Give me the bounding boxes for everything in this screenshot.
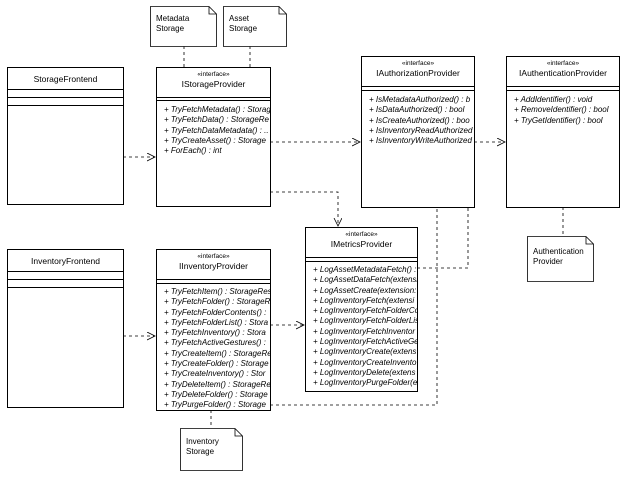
operation: + TryPurgeFolder() : Storage [164, 400, 266, 410]
operation: + TryDeleteFolder() : Storage [164, 389, 268, 399]
operation: + TryFetchInventory() : Stora [164, 328, 266, 338]
operations-compartment [8, 280, 123, 288]
note-text-line-2: Storage [186, 447, 215, 456]
stereotype-label: «interface» [345, 231, 378, 238]
note-text-line-1: Inventory [186, 437, 219, 446]
imetricsprovider-interface: «interface» IMetricsProvider + LogAssetM… [305, 227, 418, 392]
operation: + LogInventoryFetchInventor [313, 326, 416, 336]
operation: + LogInventoryFetchFolderCo [313, 306, 418, 316]
operation: + LogAssetCreate(extension: : [313, 285, 418, 295]
operation: + TryFetchActiveGestures() : [164, 338, 266, 348]
inventoryfrontend-class: InventoryFrontend [7, 249, 124, 408]
interface-name: IAuthorizationProvider [376, 68, 460, 78]
operation: + IsCreateAuthorized() : boo [369, 115, 470, 125]
operation: + LogInventoryPurgeFolder(e [313, 378, 418, 388]
metadata-storage-note: Metadata Storage [150, 6, 217, 47]
operation: + TryFetchFolder() : StorageRe [164, 297, 271, 307]
operation: + TryFetchFolderList() : Stora [164, 317, 269, 327]
operation: + LogInventoryFetch(extensi [313, 295, 415, 305]
stereotype-label: «interface» [401, 60, 435, 67]
operations-list: + TryFetchMetadata() : StorageR + TryFet… [157, 101, 270, 156]
operation: + IsDataAuthorized() : bool [369, 105, 465, 115]
interface-header: «interface» IAuthenticationProvider [507, 57, 619, 87]
operations-compartment [8, 98, 123, 106]
operation: + TryCreateFolder() : Storage [164, 359, 269, 369]
interface-name: IStorageProvider [181, 79, 246, 89]
operation: + AddIdentifier() : void [514, 95, 593, 104]
operation: + TryFetchData() : StorageRe [164, 115, 269, 125]
operation: + TryCreateItem() : StorageRe [164, 348, 271, 358]
storage-to-metrics-dependency [270, 191, 338, 226]
stereotype-label: «interface» [546, 60, 580, 67]
asset-storage-note: Asset Storage [223, 6, 287, 47]
inventory-to-authorization-dependency-bottom [270, 184, 437, 406]
iauthorizationprovider-interface: «interface» IAuthorizationProvider + IsM… [361, 56, 475, 208]
operation: + LogAssetDataFetch(extensi [313, 275, 418, 285]
operation: + LogAssetMetadataFetch() : [313, 265, 417, 274]
storagefrontend-class: StorageFrontend [7, 67, 124, 205]
operation: + TryDeleteItem() : StorageRe [164, 379, 271, 389]
interface-name: IMetricsProvider [330, 239, 393, 249]
operation: + TryCreateInventory() : Stor [164, 369, 266, 379]
note-text-line-2: Provider [533, 257, 563, 266]
attributes-compartment [8, 90, 123, 98]
authentication-provider-note: Authentication Provider [527, 236, 594, 282]
operation: + TryGetIdentifier() : bool [514, 115, 603, 125]
operation: + TryFetchDataMetadata() : .. [164, 125, 269, 135]
stereotype-label: «interface» [197, 71, 230, 78]
attributes-compartment [157, 280, 270, 284]
inventory-storage-note: Inventory Storage [180, 428, 243, 471]
operations-list: + TryFetchItem() : StorageRes + TryFetch… [157, 284, 271, 410]
operation: + TryFetchItem() : StorageRes [164, 287, 271, 296]
operation: + IsInventoryWriteAuthorized [369, 136, 472, 146]
attributes-compartment [507, 87, 619, 91]
attributes-compartment [157, 98, 270, 101]
note-text-line-1: Authentication [533, 247, 584, 256]
operation: + LogInventoryFetchActiveGe [313, 337, 418, 347]
note-text-line-2: Storage [229, 24, 258, 33]
interface-name: IAuthenticationProvider [519, 68, 607, 78]
iinventoryprovider-interface: «interface» IInventoryProvider + TryFetc… [156, 249, 271, 411]
interface-header: «interface» IMetricsProvider [306, 228, 417, 258]
operation: + ForEach() : int [164, 146, 222, 156]
interface-header: «interface» IAuthorizationProvider [362, 57, 474, 87]
operation: + IsInventoryReadAuthorized [369, 125, 473, 135]
operation: + IsMetadataAuthorized() : b [369, 95, 471, 104]
operation: + TryFetchFolderContents() : [164, 307, 267, 317]
interface-name: IInventoryProvider [179, 261, 248, 271]
interface-header: «interface» IInventoryProvider [157, 250, 270, 280]
istorageprovider-interface: «interface» IStorageProvider + TryFetchM… [156, 67, 271, 207]
note-text-line-2: Storage [156, 24, 185, 33]
note-text-line-1: Asset [229, 14, 250, 23]
attributes-compartment [362, 87, 474, 91]
attributes-compartment [8, 272, 123, 280]
operation: + LogInventoryCreateInvento [313, 357, 417, 367]
interface-header: «interface» IStorageProvider [157, 68, 270, 98]
operation: + TryFetchMetadata() : StorageR [164, 105, 271, 114]
operation: + RemoveIdentifier() : bool [514, 105, 609, 115]
operation: + TryCreateAsset() : Storage [164, 135, 266, 145]
operation: + LogInventoryDelete(extens [313, 367, 416, 377]
class-name: InventoryFrontend [8, 250, 123, 272]
operations-list: + AddIdentifier() : void + RemoveIdentif… [507, 91, 619, 126]
operations-list: + LogAssetMetadataFetch() : + LogAssetDa… [306, 262, 417, 389]
operation: + LogInventoryFetchFolderLis [313, 316, 418, 326]
operations-list: + IsMetadataAuthorized() : b + IsDataAut… [362, 91, 474, 146]
operation: + LogInventoryCreate(extens [313, 347, 417, 357]
iauthenticationprovider-interface: «interface» IAuthenticationProvider + Ad… [506, 56, 620, 208]
class-name: StorageFrontend [8, 68, 123, 90]
metrics-to-authorization-dependency [417, 184, 468, 269]
note-text-line-1: Metadata [156, 14, 190, 23]
stereotype-label: «interface» [197, 253, 230, 260]
attributes-compartment [306, 258, 417, 262]
